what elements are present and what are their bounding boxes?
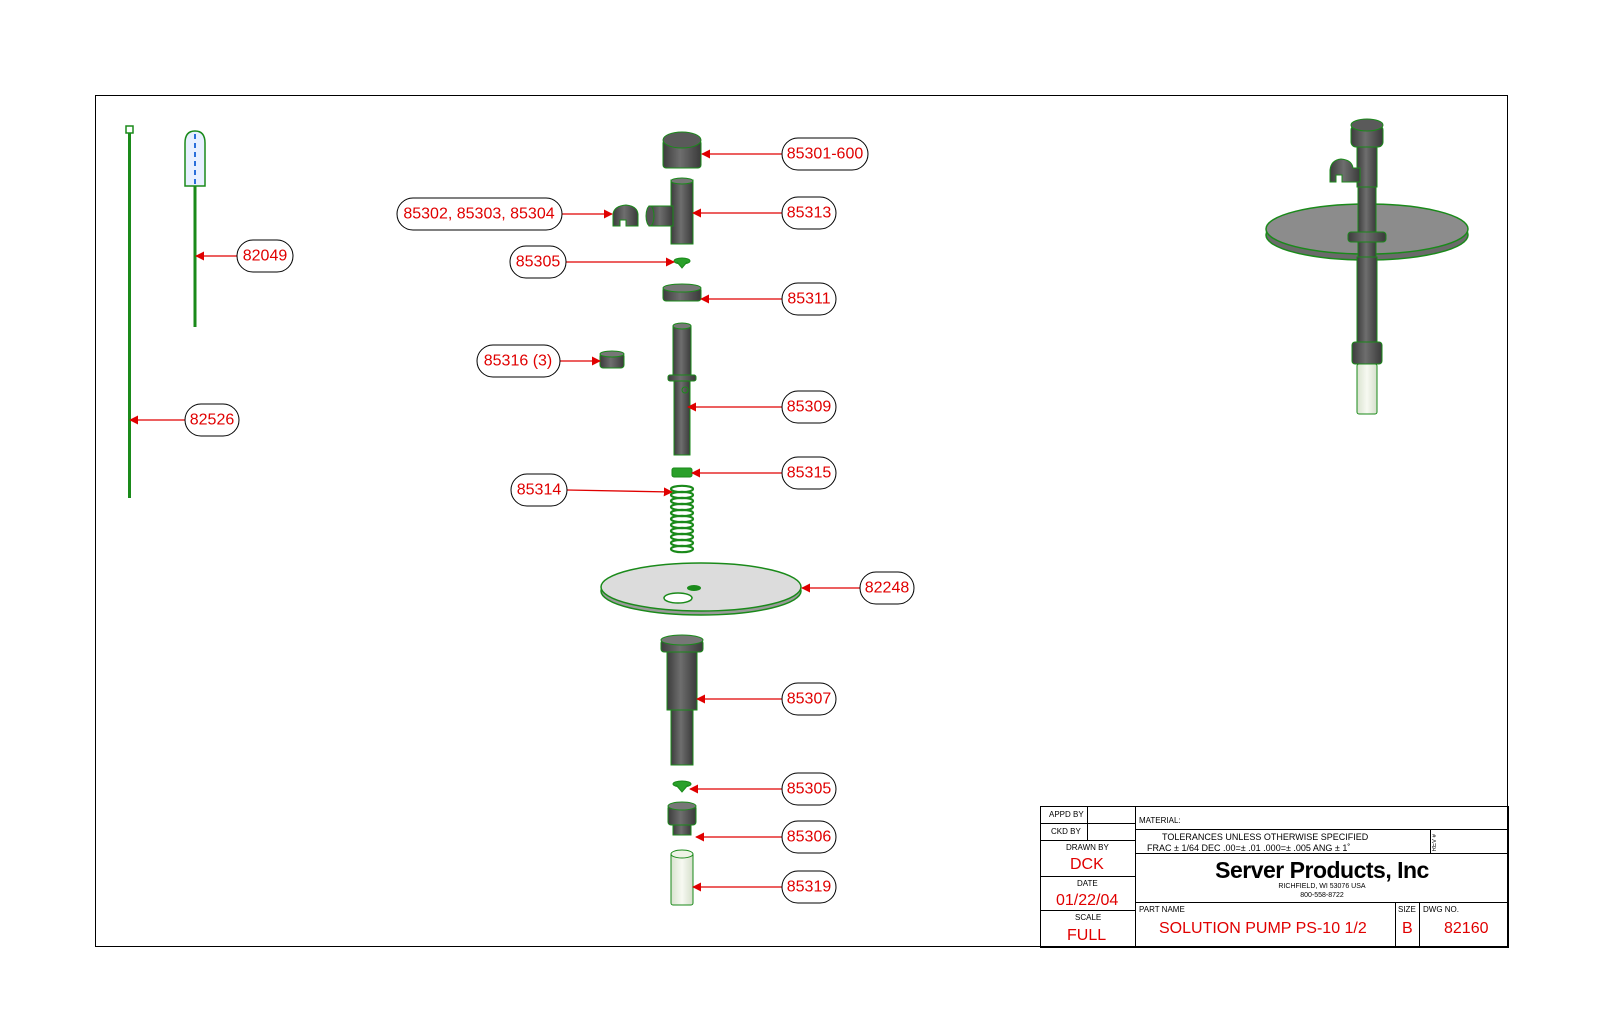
appd-by-value (1087, 806, 1136, 824)
callout-85316: 85316 (3) (484, 353, 553, 370)
ckd-by-cell: CKD BY (1040, 823, 1088, 841)
callout-85302: 85302, 85303, 85304 (403, 206, 554, 223)
callout-85315: 85315 (787, 465, 832, 482)
company-name: Server Products, Inc (1215, 857, 1429, 883)
check-valve-85305-bottom (672, 780, 692, 793)
drawn-by-cell: DRAWN BY DCK (1040, 840, 1136, 877)
spring-85314 (669, 484, 695, 554)
callout-85301-600: 85301-600 (787, 146, 864, 163)
tube-85319 (670, 849, 694, 906)
callout-85305-top: 85305 (516, 254, 561, 271)
ring-85316 (599, 350, 625, 369)
scale-label: SCALE (1075, 913, 1102, 922)
piston-85309 (667, 322, 697, 456)
dwg-no-cell: DWG NO. 82160 (1419, 902, 1509, 948)
callout-85306: 85306 (787, 829, 832, 846)
scale-value: FULL (1067, 927, 1107, 944)
callout-labels: 85301-600 85313 85302, 85303, 85304 8204… (190, 146, 910, 896)
material-label: MATERIAL: (1139, 816, 1181, 825)
title-block: APPD BY CKD BY DRAWN BY DCK DATE 01/22/0… (1040, 806, 1509, 948)
cap-85301-600 (662, 131, 702, 169)
tolerances-line1: TOLERANCES UNLESS OTHERWISE SPECIFIED (1162, 832, 1369, 842)
rod-82526 (125, 125, 134, 498)
callout-85319: 85319 (787, 879, 832, 896)
scale-cell: SCALE FULL (1040, 910, 1136, 948)
callout-85314: 85314 (517, 482, 562, 499)
part-name-label: PART NAME (1139, 905, 1185, 914)
callout-82049: 82049 (243, 248, 288, 265)
ckd-by-label: CKD BY (1051, 827, 1081, 836)
callout-85311: 85311 (787, 291, 830, 308)
callout-82526: 82526 (190, 412, 235, 429)
size-label: SIZE (1398, 905, 1416, 914)
dwg-no-value: 82160 (1444, 920, 1489, 937)
tee-body-85313 (645, 177, 694, 245)
dip-tube-82049 (184, 130, 206, 327)
date-value: 01/22/04 (1056, 892, 1119, 909)
part-name-value: SOLUTION PUMP PS-10 1/2 (1159, 920, 1367, 937)
drawn-by-label: DRAWN BY (1066, 843, 1109, 852)
size-cell: SIZE B (1395, 902, 1420, 948)
assembled-pump-view (1265, 118, 1469, 415)
callout-bubbles (184, 137, 915, 904)
date-cell: DATE 01/22/04 (1040, 876, 1136, 911)
spring-coil (669, 544, 695, 554)
ckd-by-value (1087, 823, 1136, 841)
spout-85302 (612, 204, 639, 227)
foot-valve-85306 (667, 801, 697, 836)
seal-85315 (671, 467, 693, 478)
appd-by-cell: APPD BY (1040, 806, 1088, 824)
callout-85309: 85309 (787, 399, 832, 416)
rev-cell: REV # (1430, 829, 1509, 854)
dwg-no-label: DWG NO. (1423, 905, 1459, 914)
appd-by-label: APPD BY (1049, 810, 1084, 819)
size-value: B (1402, 920, 1413, 937)
date-label: DATE (1077, 879, 1098, 888)
company-cell: Server Products, Inc RICHFIELD, WI 53076… (1135, 853, 1509, 903)
nut-85311 (662, 283, 702, 302)
tolerances-line2: FRAC ± 1/64 DEC .00=± .01 .000=± .005 AN… (1147, 843, 1351, 853)
callout-82248: 82248 (865, 580, 910, 597)
material-cell: MATERIAL: (1135, 806, 1509, 830)
check-valve-85305-top (673, 257, 691, 269)
callout-85307: 85307 (787, 691, 832, 708)
company-address: RICHFIELD, WI 53076 USA (1278, 883, 1366, 890)
disc-82248 (600, 562, 802, 616)
cylinder-85307 (660, 634, 704, 766)
callout-85305-bottom: 85305 (787, 781, 832, 798)
rev-label: REV # (1432, 834, 1438, 852)
callout-85313: 85313 (787, 205, 832, 222)
drawing-frame (95, 95, 1508, 947)
company-phone: 800-558-8722 (1300, 892, 1344, 899)
part-name-cell: PART NAME SOLUTION PUMP PS-10 1/2 (1135, 902, 1396, 948)
tolerances-cell: TOLERANCES UNLESS OTHERWISE SPECIFIED FR… (1135, 829, 1431, 854)
drawn-by-value: DCK (1070, 856, 1104, 873)
leader-lines (129, 149, 860, 892)
